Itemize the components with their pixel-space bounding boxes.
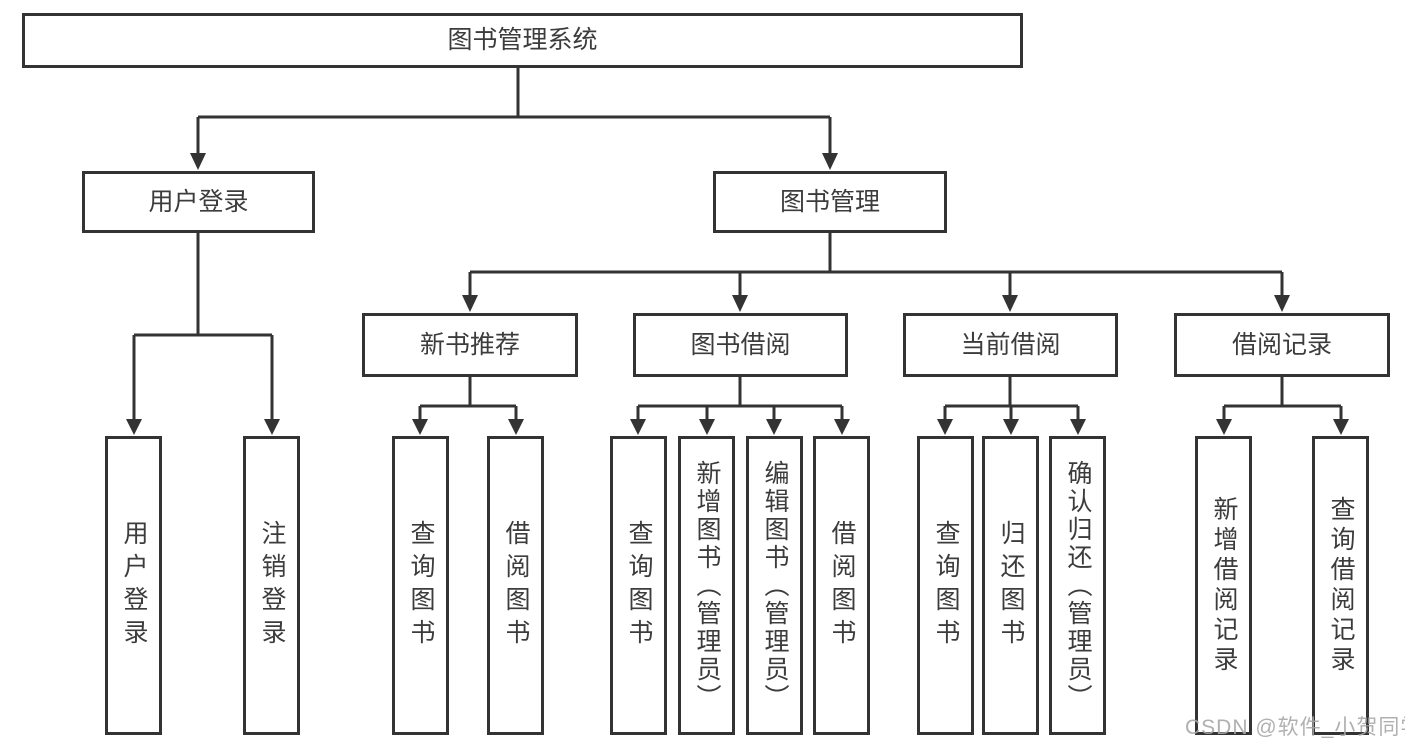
node-borrow-records: 借阅记录 [1174,313,1390,377]
arrow-down-icon [126,419,142,435]
arrow-down-icon [732,295,748,312]
connector-path [132,68,1343,421]
leaf-label: 归还图书 [997,519,1025,652]
arrow-down-icon [630,419,646,435]
leaf-label: 编辑图书（管理员） [761,459,789,712]
leaf-edit-books-admin: 编辑图书（管理员） [746,436,803,735]
leaf-query-books-current: 查询图书 [917,436,974,735]
leaf-user-login: 用户登录 [105,436,162,735]
leaf-label: 查询图书 [625,519,653,652]
leaf-logout: 注销登录 [243,436,300,735]
arrow-down-icon [699,419,715,435]
leaf-query-books-recommend: 查询图书 [392,436,449,735]
leaf-label: 注销登录 [258,519,286,652]
leaf-add-books-admin: 新增图书（管理员） [678,436,735,735]
leaf-add-borrow-record: 新增借阅记录 [1195,436,1252,735]
node-book-management: 图书管理 [713,171,947,233]
node-current-borrowing: 当前借阅 [903,313,1118,377]
arrow-down-icon [834,419,850,435]
arrow-down-icon [508,419,524,435]
arrow-down-icon [412,419,428,435]
leaf-return-books: 归还图书 [982,436,1039,735]
arrow-down-icon [1274,295,1290,312]
leaf-label: 新增借阅记录 [1210,495,1238,676]
leaf-label: 用户登录 [120,519,148,652]
arrow-down-icon [1333,419,1349,435]
arrowheads [126,153,1349,435]
node-new-book-recommend: 新书推荐 [362,313,578,377]
arrow-down-icon [766,419,782,435]
leaf-query-borrow-record: 查询借阅记录 [1312,436,1369,735]
arrow-down-icon [1216,419,1232,435]
arrow-down-icon [822,153,838,170]
node-root-system: 图书管理系统 [22,13,1023,68]
arrow-down-icon [190,153,206,170]
csdn-watermark: CSDN @软件_小贺同学 [1185,716,1405,739]
leaf-label: 查询图书 [932,519,960,652]
leaf-borrow-books: 借阅图书 [813,436,870,735]
leaf-query-books-borrowing: 查询图书 [610,436,667,735]
arrow-down-icon [264,419,280,435]
arrow-down-icon [1002,295,1018,312]
arrow-down-icon [937,419,953,435]
leaf-label: 查询图书 [407,519,435,652]
leaf-label: 新增图书（管理员） [693,459,721,712]
leaf-label: 借阅图书 [828,519,856,652]
node-user-login: 用户登录 [82,171,315,233]
node-book-borrowing: 图书借阅 [633,313,848,377]
leaf-borrow-books-recommend: 借阅图书 [487,436,544,735]
leaf-confirm-return-admin: 确认归还（管理员） [1049,436,1106,735]
arrow-down-icon [1070,419,1086,435]
leaf-label: 查询借阅记录 [1327,495,1355,676]
leaf-label: 借阅图书 [502,519,530,652]
leaf-label: 确认归还（管理员） [1064,459,1092,712]
arrow-down-icon [462,295,478,312]
arrow-down-icon [1003,419,1019,435]
